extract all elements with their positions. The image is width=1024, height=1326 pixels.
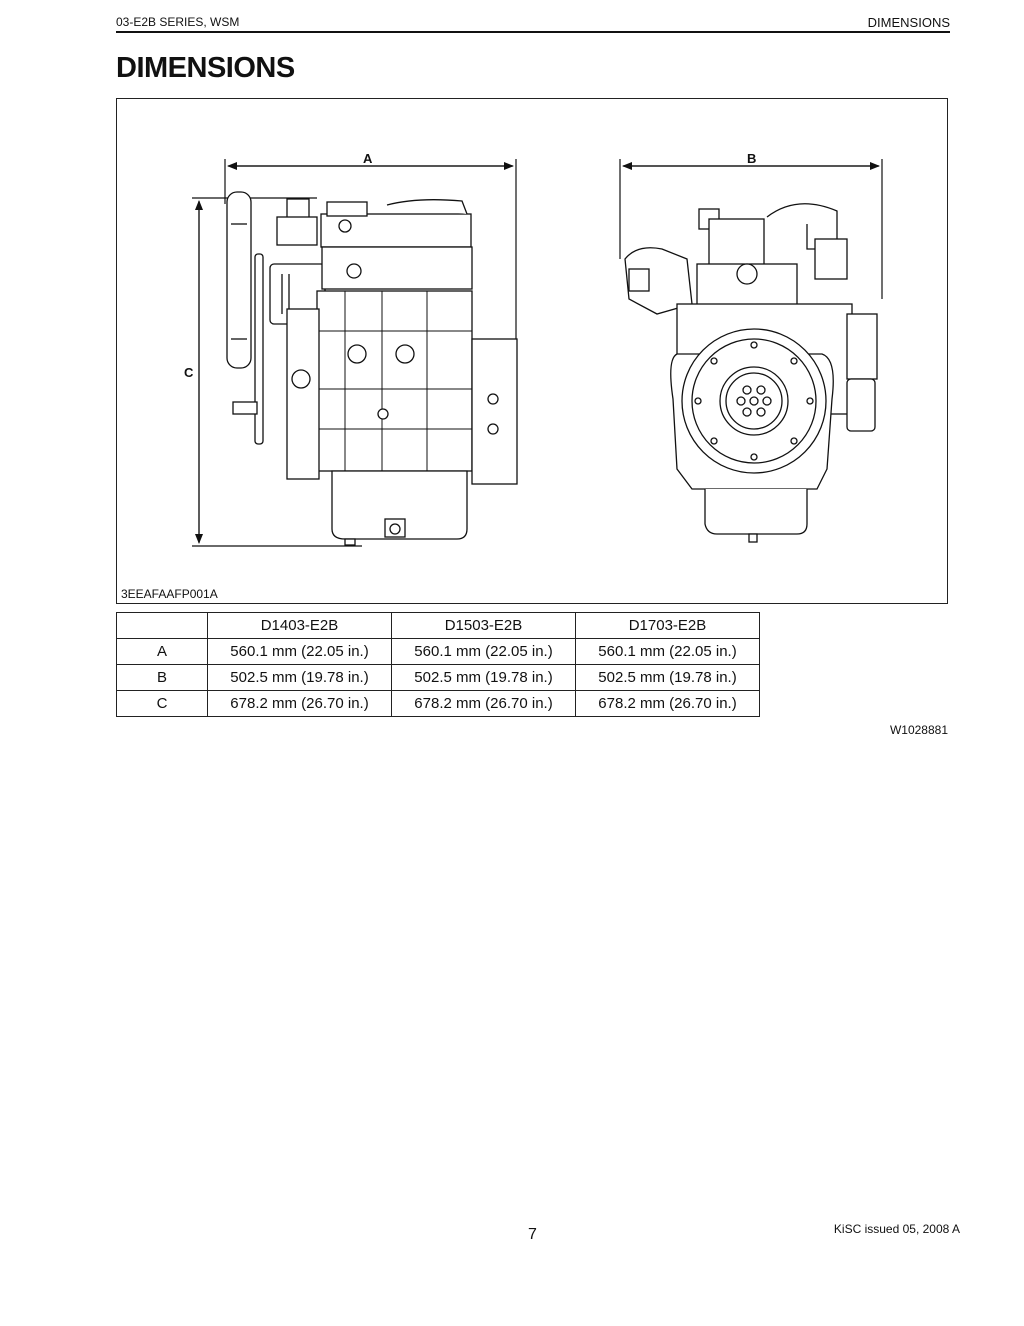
header-divider [116, 31, 950, 33]
issue-note: KiSC issued 05, 2008 A [833, 1222, 960, 1236]
table-cell: 502.5 mm (19.78 in.) [207, 664, 392, 691]
row-label: A [116, 638, 208, 665]
table-cell: 678.2 mm (26.70 in.) [575, 690, 760, 717]
page-number: 7 [528, 1226, 537, 1243]
dimension-label-a: A [363, 151, 373, 166]
header-cell-model: D1403-E2B [207, 612, 392, 639]
table-cell: 502.5 mm (19.78 in.) [575, 664, 760, 691]
dimensions-table: D1403-E2B D1503-E2B D1703-E2B A 560.1 mm… [116, 612, 760, 717]
row-label: B [116, 664, 208, 691]
table-cell: 678.2 mm (26.70 in.) [391, 690, 576, 717]
table-cell: 560.1 mm (22.05 in.) [391, 638, 576, 665]
table-cell: 502.5 mm (19.78 in.) [391, 664, 576, 691]
front-view-engine [624, 203, 878, 543]
page-title: DIMENSIONS [116, 52, 295, 84]
dimension-label-b: B [747, 151, 756, 166]
dimensions-figure: A B C [116, 98, 948, 604]
table-header-row: D1403-E2B D1503-E2B D1703-E2B [116, 612, 760, 639]
header-cell-empty [116, 612, 208, 639]
running-header-section: DIMENSIONS [867, 15, 950, 30]
header-cell-model: D1703-E2B [575, 612, 760, 639]
dimension-label-c: C [184, 365, 194, 380]
side-view-engine [226, 191, 518, 546]
table-cell: 560.1 mm (22.05 in.) [207, 638, 392, 665]
row-label: C [116, 690, 208, 717]
table-row: B 502.5 mm (19.78 in.) 502.5 mm (19.78 i… [116, 664, 760, 691]
header-cell-model: D1503-E2B [391, 612, 576, 639]
table-row: C 678.2 mm (26.70 in.) 678.2 mm (26.70 i… [116, 690, 760, 717]
table-row: A 560.1 mm (22.05 in.) 560.1 mm (22.05 i… [116, 638, 760, 665]
table-cell: 678.2 mm (26.70 in.) [207, 690, 392, 717]
engine-diagram: A B C [184, 151, 883, 547]
reference-code: W1028881 [889, 723, 948, 737]
figure-code: 3EEAFAAFP001A [121, 587, 218, 601]
running-header-series: 03-E2B SERIES, WSM [116, 15, 240, 29]
table-cell: 560.1 mm (22.05 in.) [575, 638, 760, 665]
